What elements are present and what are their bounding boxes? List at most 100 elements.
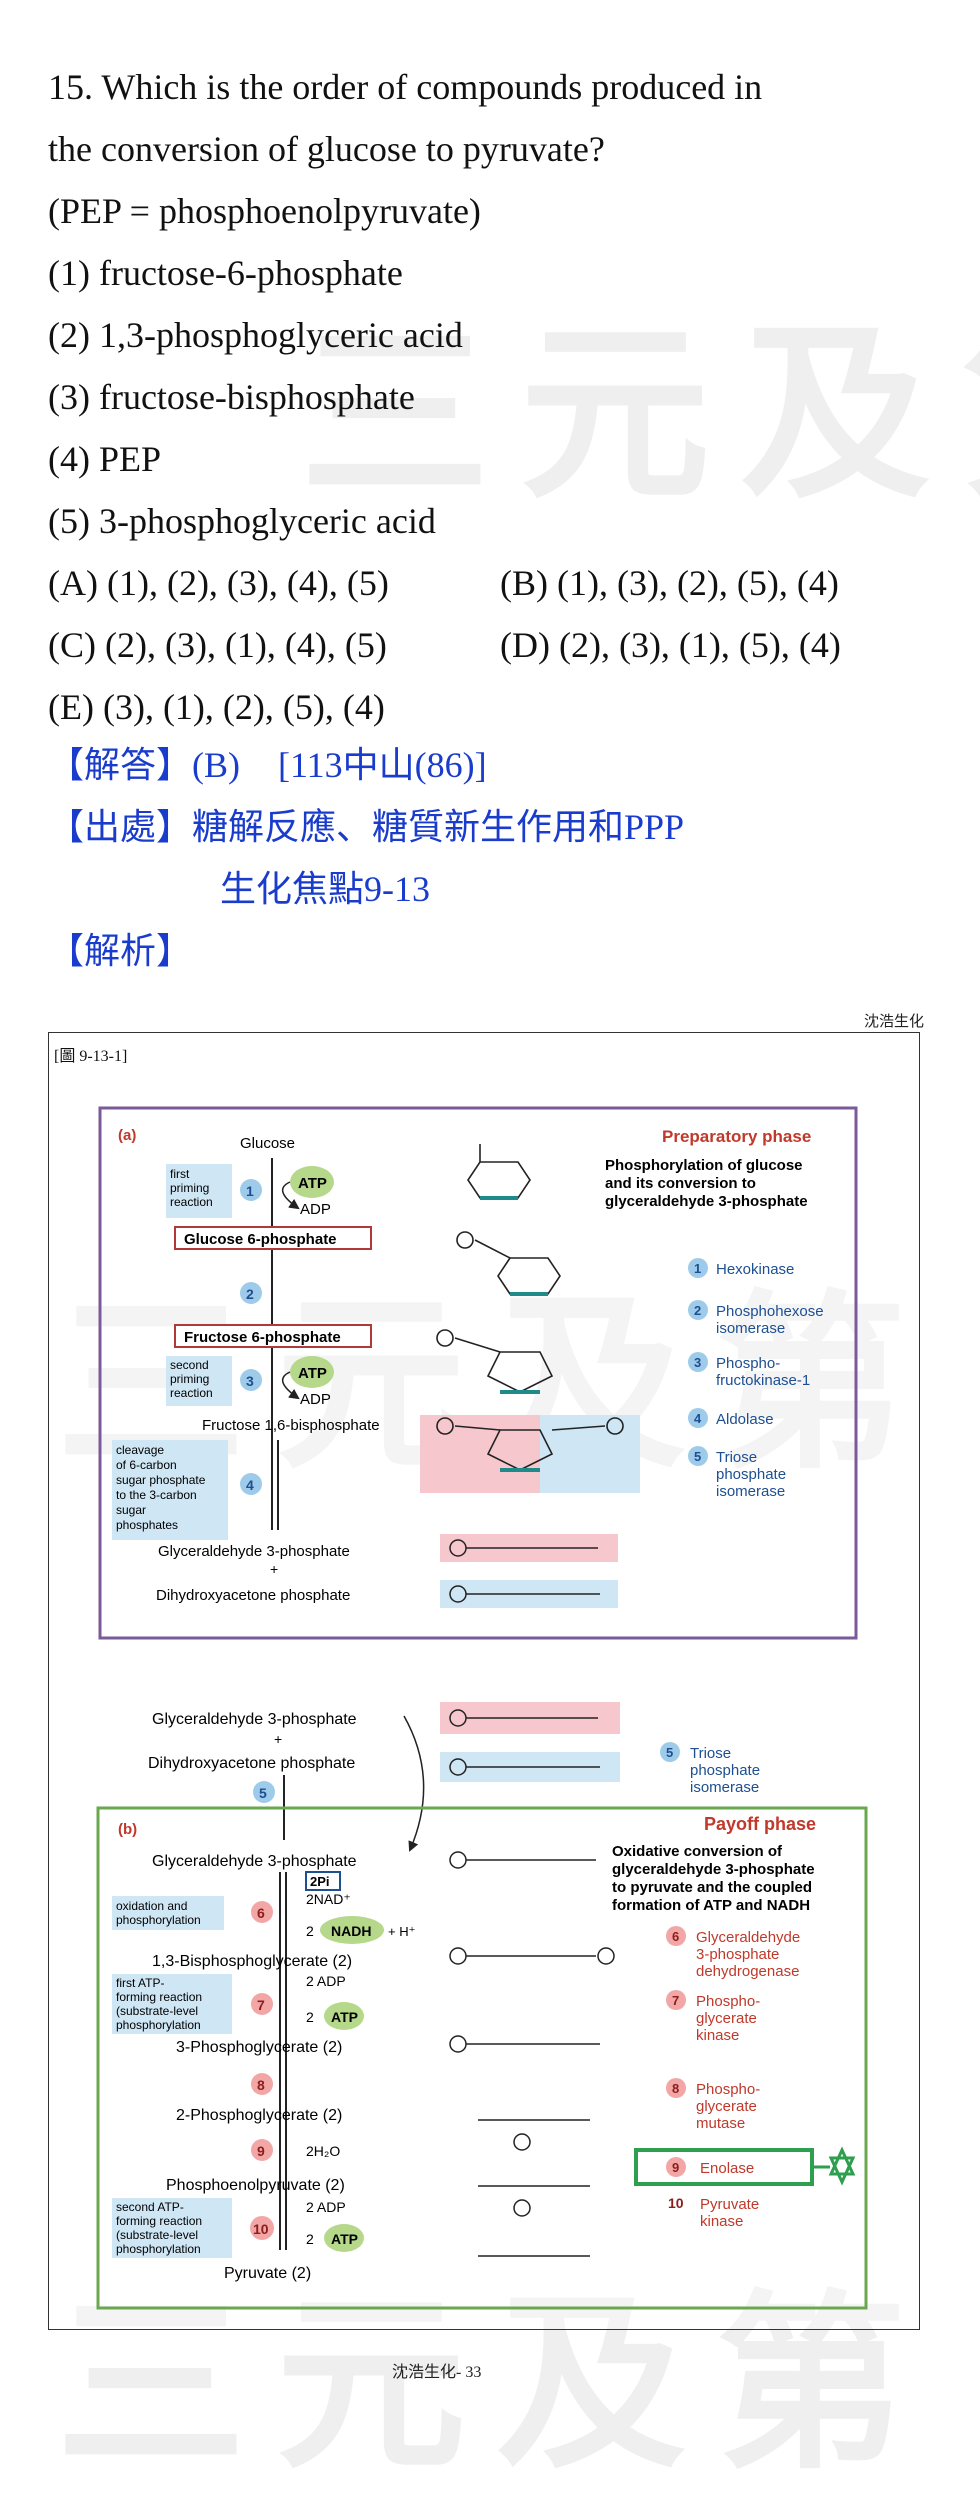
choice-e: (E) (3), (1), (2), (5), (4) <box>48 687 385 727</box>
panel-a-phase: Preparatory phase <box>662 1127 811 1146</box>
top-step-5-badge <box>253 1781 275 1803</box>
cleavage-4: to the 3-carbon <box>116 1488 197 1502</box>
figure-credit: 沈浩生化 <box>864 1014 925 1030</box>
watermark-top: 三元及第 <box>300 304 980 525</box>
first-atp-3: (substrate-level <box>116 2004 198 2018</box>
enzyme-6-number: 6 <box>672 1929 679 1944</box>
dhap-label-a: Dihydroxyacetone phosphate <box>156 1587 350 1604</box>
pg2-label: 2-Phosphoglycerate (2) <box>176 2107 342 2124</box>
second-atp-3: (substrate-level <box>116 2228 198 2242</box>
enzyme-5-name-1: Triose <box>716 1449 757 1466</box>
cleavage-1: cleavage <box>116 1443 164 1457</box>
enzyme-10-name-1: Pyruvate <box>700 2196 759 2213</box>
panel-b-desc-4: formation of ATP and NADH <box>612 1897 810 1914</box>
adp-label-1: ADP <box>300 1201 331 1218</box>
panel-a-border <box>98 1106 858 1640</box>
enzyme-6-name-3: dehydrogenase <box>696 1963 799 1980</box>
atp-two-2: 2 <box>306 2231 314 2247</box>
question-stem-line-1: 15. Which is the order of compounds prod… <box>48 67 763 107</box>
enzyme-3-name-1: Phospho- <box>716 1355 780 1372</box>
enzyme-10-name-2: kinase <box>700 2213 743 2230</box>
step-6-number: 6 <box>257 1905 265 1921</box>
f6p-box <box>174 1324 372 1348</box>
answer-block: 【解答】(B)[113中山(86)] 【出處】糖解反應、糖質新生作用和PPP 生… <box>48 734 684 982</box>
top-tpi-badge <box>660 1742 680 1762</box>
step-3-badge <box>240 1369 262 1391</box>
step-9-badge <box>251 2139 273 2161</box>
choice-b: (B) (1), (3), (2), (5), (4) <box>500 563 839 603</box>
atp-label-2: ATP <box>298 1365 327 1382</box>
g6p-box <box>174 1226 372 1250</box>
enzyme-8-name-3: mutase <box>696 2115 745 2132</box>
source-line: 【出處】糖解反應、糖質新生作用和PPP <box>48 796 684 858</box>
first-priming-2: priming <box>170 1181 209 1195</box>
second-atp-2: forming reaction <box>116 2214 202 2228</box>
second-atp-1: second ATP- <box>116 2200 184 2214</box>
second-priming-box <box>166 1356 232 1406</box>
atp-label-b1: ATP <box>331 2009 358 2025</box>
enzyme-5-number: 5 <box>694 1449 701 1464</box>
h2o-label: 2H₂O <box>306 2143 340 2159</box>
adp2-label-2: 2 ADP <box>306 2199 346 2215</box>
oxid-1: oxidation and <box>116 1899 187 1913</box>
choice-row-cd: (C) (2), (3), (1), (4), (5) (D) (2), (3)… <box>48 614 948 676</box>
panel-b-desc-3: to pyruvate and the coupled <box>612 1879 812 1896</box>
first-atp-box <box>112 1974 232 2034</box>
panel-a-desc-3: glyceraldehyde 3-phosphate <box>605 1193 808 1210</box>
panel-b-tag: (b) <box>118 1821 137 1838</box>
payoff-structures <box>449 1851 615 2257</box>
panel-b-enzyme-list: 6 Glyceraldehyde 3-phosphate dehydrogena… <box>634 1926 856 2230</box>
enzyme-5-name-3: isomerase <box>716 1483 785 1500</box>
choice-a: (A) (1), (2), (3), (4), (5) <box>48 563 389 603</box>
figure-label: [圖 9-13-1] <box>54 1048 128 1065</box>
enzyme-10-number: 10 <box>668 2195 684 2211</box>
panel-b-desc-2: glyceraldehyde 3-phosphate <box>612 1861 815 1878</box>
atp-label-b2: ATP <box>331 2231 358 2247</box>
item-5: (5) 3-phosphoglyceric acid <box>48 501 436 541</box>
atp-badge-b2 <box>324 2224 364 2252</box>
enzyme-7-name-1: Phospho- <box>696 1993 760 2010</box>
enzyme-6-name-2: 3-phosphate <box>696 1946 779 1963</box>
pg3-label: 3-Phosphoglycerate (2) <box>176 2039 342 2056</box>
panel-a-desc-1: Phosphorylation of glucose <box>605 1157 803 1174</box>
atp-badge-b1 <box>324 2002 364 2030</box>
item-2: (2) 1,3-phosphoglyceric acid <box>48 315 463 355</box>
enzyme-9-number: 9 <box>672 2160 679 2175</box>
step-10-badge <box>250 2216 274 2240</box>
second-atp-box <box>112 2198 232 2258</box>
choice-c: (C) (2), (3), (1), (4), (5) <box>48 625 387 665</box>
step-2-number: 2 <box>246 1286 254 1302</box>
step-4-badge <box>240 1473 262 1495</box>
page-footer: 沈浩生化- 33 <box>392 2364 482 2381</box>
bpg-label: 1,3-Bisphosphoglycerate (2) <box>152 1953 352 1970</box>
panel-b-border <box>96 1806 868 2310</box>
nad-label: 2NAD⁺ <box>306 1891 351 1907</box>
top-gap-label: Glyceraldehyde 3-phosphate <box>152 1711 357 1728</box>
enzyme-8-name-1: Phospho- <box>696 2081 760 2098</box>
oxid-2: phosphorylation <box>116 1913 201 1927</box>
atp-label-1: ATP <box>298 1175 327 1192</box>
step-7-badge <box>251 1993 273 2015</box>
glycolysis-figure: (a) Preparatory phase Phosphorylation of… <box>96 1106 868 2310</box>
step-10-number: 10 <box>253 2221 269 2237</box>
top-tpi-2: phosphate <box>690 1762 760 1779</box>
nadh-label: NADH <box>331 1923 371 1939</box>
analysis-label: 【解析】 <box>48 931 193 971</box>
first-priming-1: first <box>170 1167 190 1181</box>
cleavage-6: phosphates <box>116 1518 178 1532</box>
enzyme-7-name-3: kinase <box>696 2027 739 2044</box>
step-3-number: 3 <box>246 1373 254 1389</box>
enzyme-2-name-1: Phosphohexose <box>716 1303 824 1320</box>
cleavage-5: sugar <box>116 1503 146 1517</box>
nadh-badge <box>320 1916 384 1944</box>
atp-badge-2 <box>290 1356 334 1388</box>
atp-two-1: 2 <box>306 2009 314 2025</box>
panel-b-phase: Payoff phase <box>704 1814 816 1834</box>
enzyme-4-name: Aldolase <box>716 1411 774 1428</box>
f6p-structure <box>436 1329 554 1394</box>
second-priming-1: second <box>170 1358 209 1372</box>
source-line-2: 生化焦點9-13 <box>220 869 430 909</box>
answer-value: (B) <box>192 745 241 785</box>
first-atp-2: forming reaction <box>116 1990 202 2004</box>
enzyme-3-name-2: fructokinase-1 <box>716 1372 810 1389</box>
